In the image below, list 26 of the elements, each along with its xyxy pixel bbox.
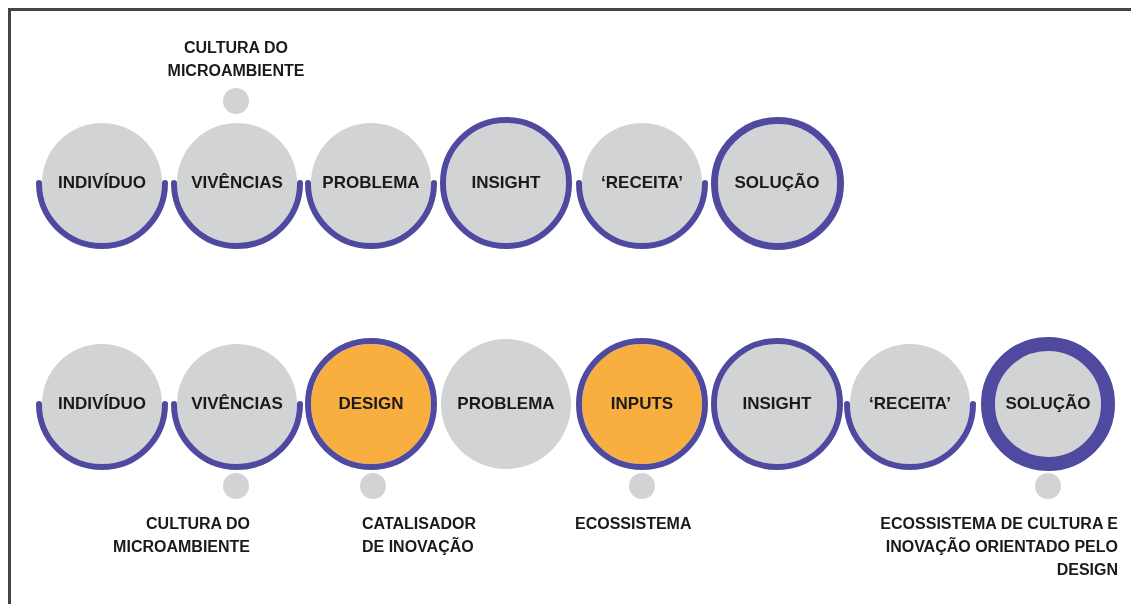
- stage-label: PROBLEMA: [321, 173, 421, 193]
- stage-label: INPUTS: [609, 394, 675, 414]
- stage-label: SOLUÇÃO: [733, 173, 821, 193]
- stage-label: PROBLEMA: [456, 394, 556, 414]
- stage-label: DESIGN: [337, 394, 405, 414]
- node-label: CULTURA DO MICROAMBIENTE: [166, 38, 306, 81]
- stage-label: INSIGHT: [470, 173, 542, 193]
- stage-circle: [981, 337, 1115, 471]
- stage-label: ‘RECEITA’: [600, 173, 684, 193]
- stage-circle: [441, 339, 571, 469]
- stage-label: INSIGHT: [741, 394, 813, 414]
- node-label: CATALISADOR DE INOVAÇÃO: [362, 514, 478, 557]
- node-label: ECOSSISTEMA: [575, 514, 693, 534]
- stage-label: VIVÊNCIAS: [190, 394, 284, 414]
- node-label: CULTURA DO MICROAMBIENTE: [112, 514, 250, 557]
- stage-circle: [576, 338, 708, 470]
- stage-circle: [440, 117, 572, 249]
- stage-circle: [305, 338, 437, 470]
- stage-circle: [710, 116, 844, 250]
- stage-label: INDIVÍDUO: [57, 173, 147, 193]
- stage-label: SOLUÇÃO: [1004, 394, 1092, 414]
- stage-label: VIVÊNCIAS: [190, 173, 284, 193]
- stage-label: ‘RECEITA’: [868, 394, 952, 414]
- stage-circle: [711, 338, 843, 470]
- stage-label: INDIVÍDUO: [57, 394, 147, 414]
- node-label: ECOSSISTEMA DE CULTURA E INOVAÇÃO ORIENTADO PELO DESIGN: [879, 514, 1118, 580]
